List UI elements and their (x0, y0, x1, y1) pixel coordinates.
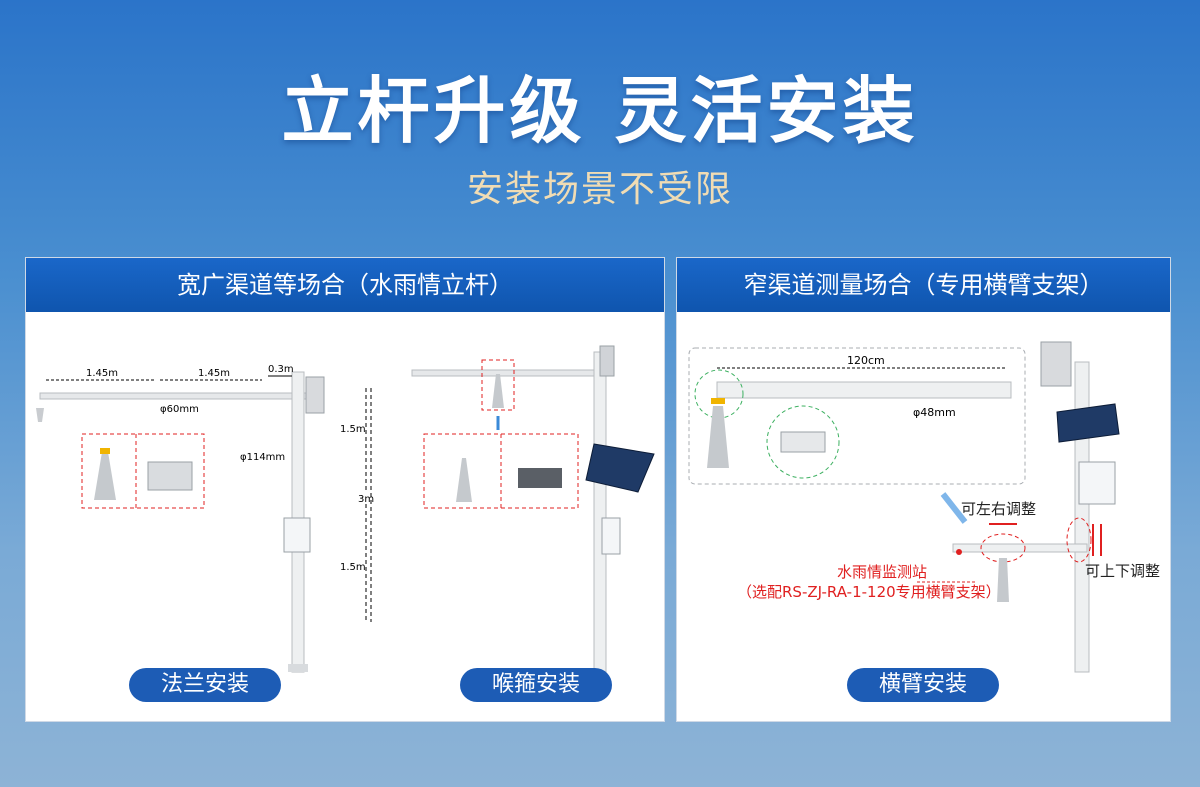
clamp-pole-diagram (411, 345, 655, 673)
dim-label: 120cm (847, 354, 885, 367)
option-label: （选配RS-ZJ-RA-1-120专用横臂支架） (737, 583, 1001, 601)
dim-label: φ48mm (913, 406, 956, 419)
flange-install-button[interactable]: 法兰安装 (129, 668, 281, 702)
dim-label: φ114mm (240, 452, 285, 463)
right-panel-title: 窄渠道测量场合（专用横臂支架） (677, 258, 1170, 312)
right-illustration: 120cm φ48mm (688, 341, 1120, 673)
station-label: 水雨情监测站 (837, 563, 928, 581)
clamp-install-button[interactable]: 喉箍安装 (460, 668, 612, 702)
adjust-lr-label: 可左右调整 (961, 500, 1037, 518)
dim-label: 1.45m (198, 368, 230, 379)
left-illustration: 1.45m 1.45m 0.3m φ60mm φ114mm 1.5m 3m 1.… (36, 345, 655, 673)
dim-label: 3m (358, 494, 374, 505)
page-title: 立杆升级 灵活安装 (281, 69, 919, 153)
page-subtitle: 安装场景不受限 (466, 169, 733, 210)
flange-pole-diagram: 1.45m 1.45m 0.3m φ60mm φ114mm 1.5m 3m 1.… (36, 364, 374, 673)
left-panel-title: 宽广渠道等场合（水雨情立杆） (26, 258, 664, 312)
dim-label: 0.3m (268, 364, 294, 375)
adjust-ud-label: 可上下调整 (1085, 562, 1161, 580)
crossarm-install-button[interactable]: 横臂安装 (847, 668, 999, 702)
right-panel: 窄渠道测量场合（专用横臂支架） 120cm φ48mm 可左右调整 可上下调整 … (676, 257, 1171, 722)
dim-label: 1.5m (340, 424, 366, 435)
dim-label: φ60mm (160, 404, 199, 415)
dim-label: 1.5m (340, 562, 366, 573)
dim-label: 1.45m (86, 368, 118, 379)
left-panel: 宽广渠道等场合（水雨情立杆） 1.45m 1.45m 0.3m (25, 257, 665, 722)
